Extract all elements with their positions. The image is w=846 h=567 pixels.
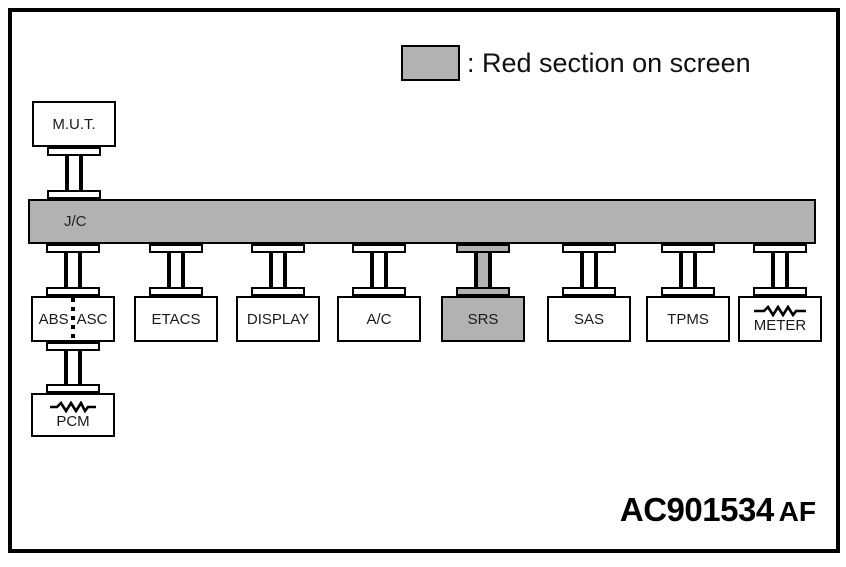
etacs-label: ETACS	[151, 310, 201, 328]
connector-flange	[46, 342, 100, 351]
node-box-meter: METER	[738, 296, 822, 342]
node-box-display: DISPLAY	[236, 296, 320, 342]
diagram-frame	[8, 8, 840, 553]
mut-label: M.U.T.	[52, 115, 96, 133]
connector-flange	[251, 244, 305, 253]
resistor-icon	[754, 305, 806, 317]
node-box-ac: A/C	[337, 296, 421, 342]
figure-code-main: AC901534	[619, 491, 774, 528]
connector-flange	[562, 244, 616, 253]
connector-pipe	[370, 253, 388, 287]
connector-flange	[456, 244, 510, 253]
connector-flange	[47, 190, 101, 199]
figure-code-suffix: AF	[778, 496, 816, 527]
node-box-abs-asc: ABS ASC	[31, 296, 115, 342]
connector-flange	[661, 244, 715, 253]
connector-flange	[149, 244, 203, 253]
node-box-etacs: ETACS	[134, 296, 218, 342]
meter-label: METER	[753, 317, 807, 334]
figure-code: AC901534 AF	[620, 491, 816, 529]
connector-flange	[352, 244, 406, 253]
connector-pipe	[771, 253, 789, 287]
legend: : Red section on screen	[401, 45, 751, 81]
connector-flange	[456, 287, 510, 296]
dotted-divider	[70, 298, 75, 340]
mut-box: M.U.T.	[32, 101, 116, 147]
connector-flange	[753, 244, 807, 253]
connector-flange	[47, 147, 101, 156]
connector-pipe	[65, 156, 83, 190]
sas-label: SAS	[573, 310, 604, 328]
connector-flange	[46, 244, 100, 253]
connector-flange	[753, 287, 807, 296]
connector-pipe	[167, 253, 185, 287]
legend-label: : Red section on screen	[467, 47, 751, 78]
node-box-tpms: TPMS	[646, 296, 730, 342]
connector-pipe	[580, 253, 598, 287]
resistor-icon	[50, 401, 96, 413]
connector-flange	[562, 287, 616, 296]
connector-pipe	[64, 351, 82, 384]
jc-label: J/C	[64, 213, 87, 230]
node-box-pcm: PCM	[31, 393, 115, 437]
connector-flange	[46, 287, 100, 296]
connector-pipe	[269, 253, 287, 287]
connector-pipe	[679, 253, 697, 287]
connector-flange	[661, 287, 715, 296]
srs-label: SRS	[467, 310, 499, 328]
node-box-sas: SAS	[547, 296, 631, 342]
connector-pipe	[474, 253, 492, 287]
tpms-label: TPMS	[667, 310, 709, 328]
asc-label: ASC	[76, 310, 108, 328]
legend-highlight-swatch	[401, 45, 460, 81]
connector-flange	[46, 384, 100, 393]
node-box-srs: SRS	[441, 296, 525, 342]
abs-label: ABS	[38, 310, 69, 328]
display-label: DISPLAY	[246, 310, 310, 328]
pcm-label: PCM	[56, 413, 90, 430]
connector-flange	[251, 287, 305, 296]
jc-bus-bar: J/C	[28, 199, 816, 244]
connector-pipe	[64, 253, 82, 287]
connector-flange	[149, 287, 203, 296]
ac-label: A/C	[366, 310, 392, 328]
connector-flange	[352, 287, 406, 296]
